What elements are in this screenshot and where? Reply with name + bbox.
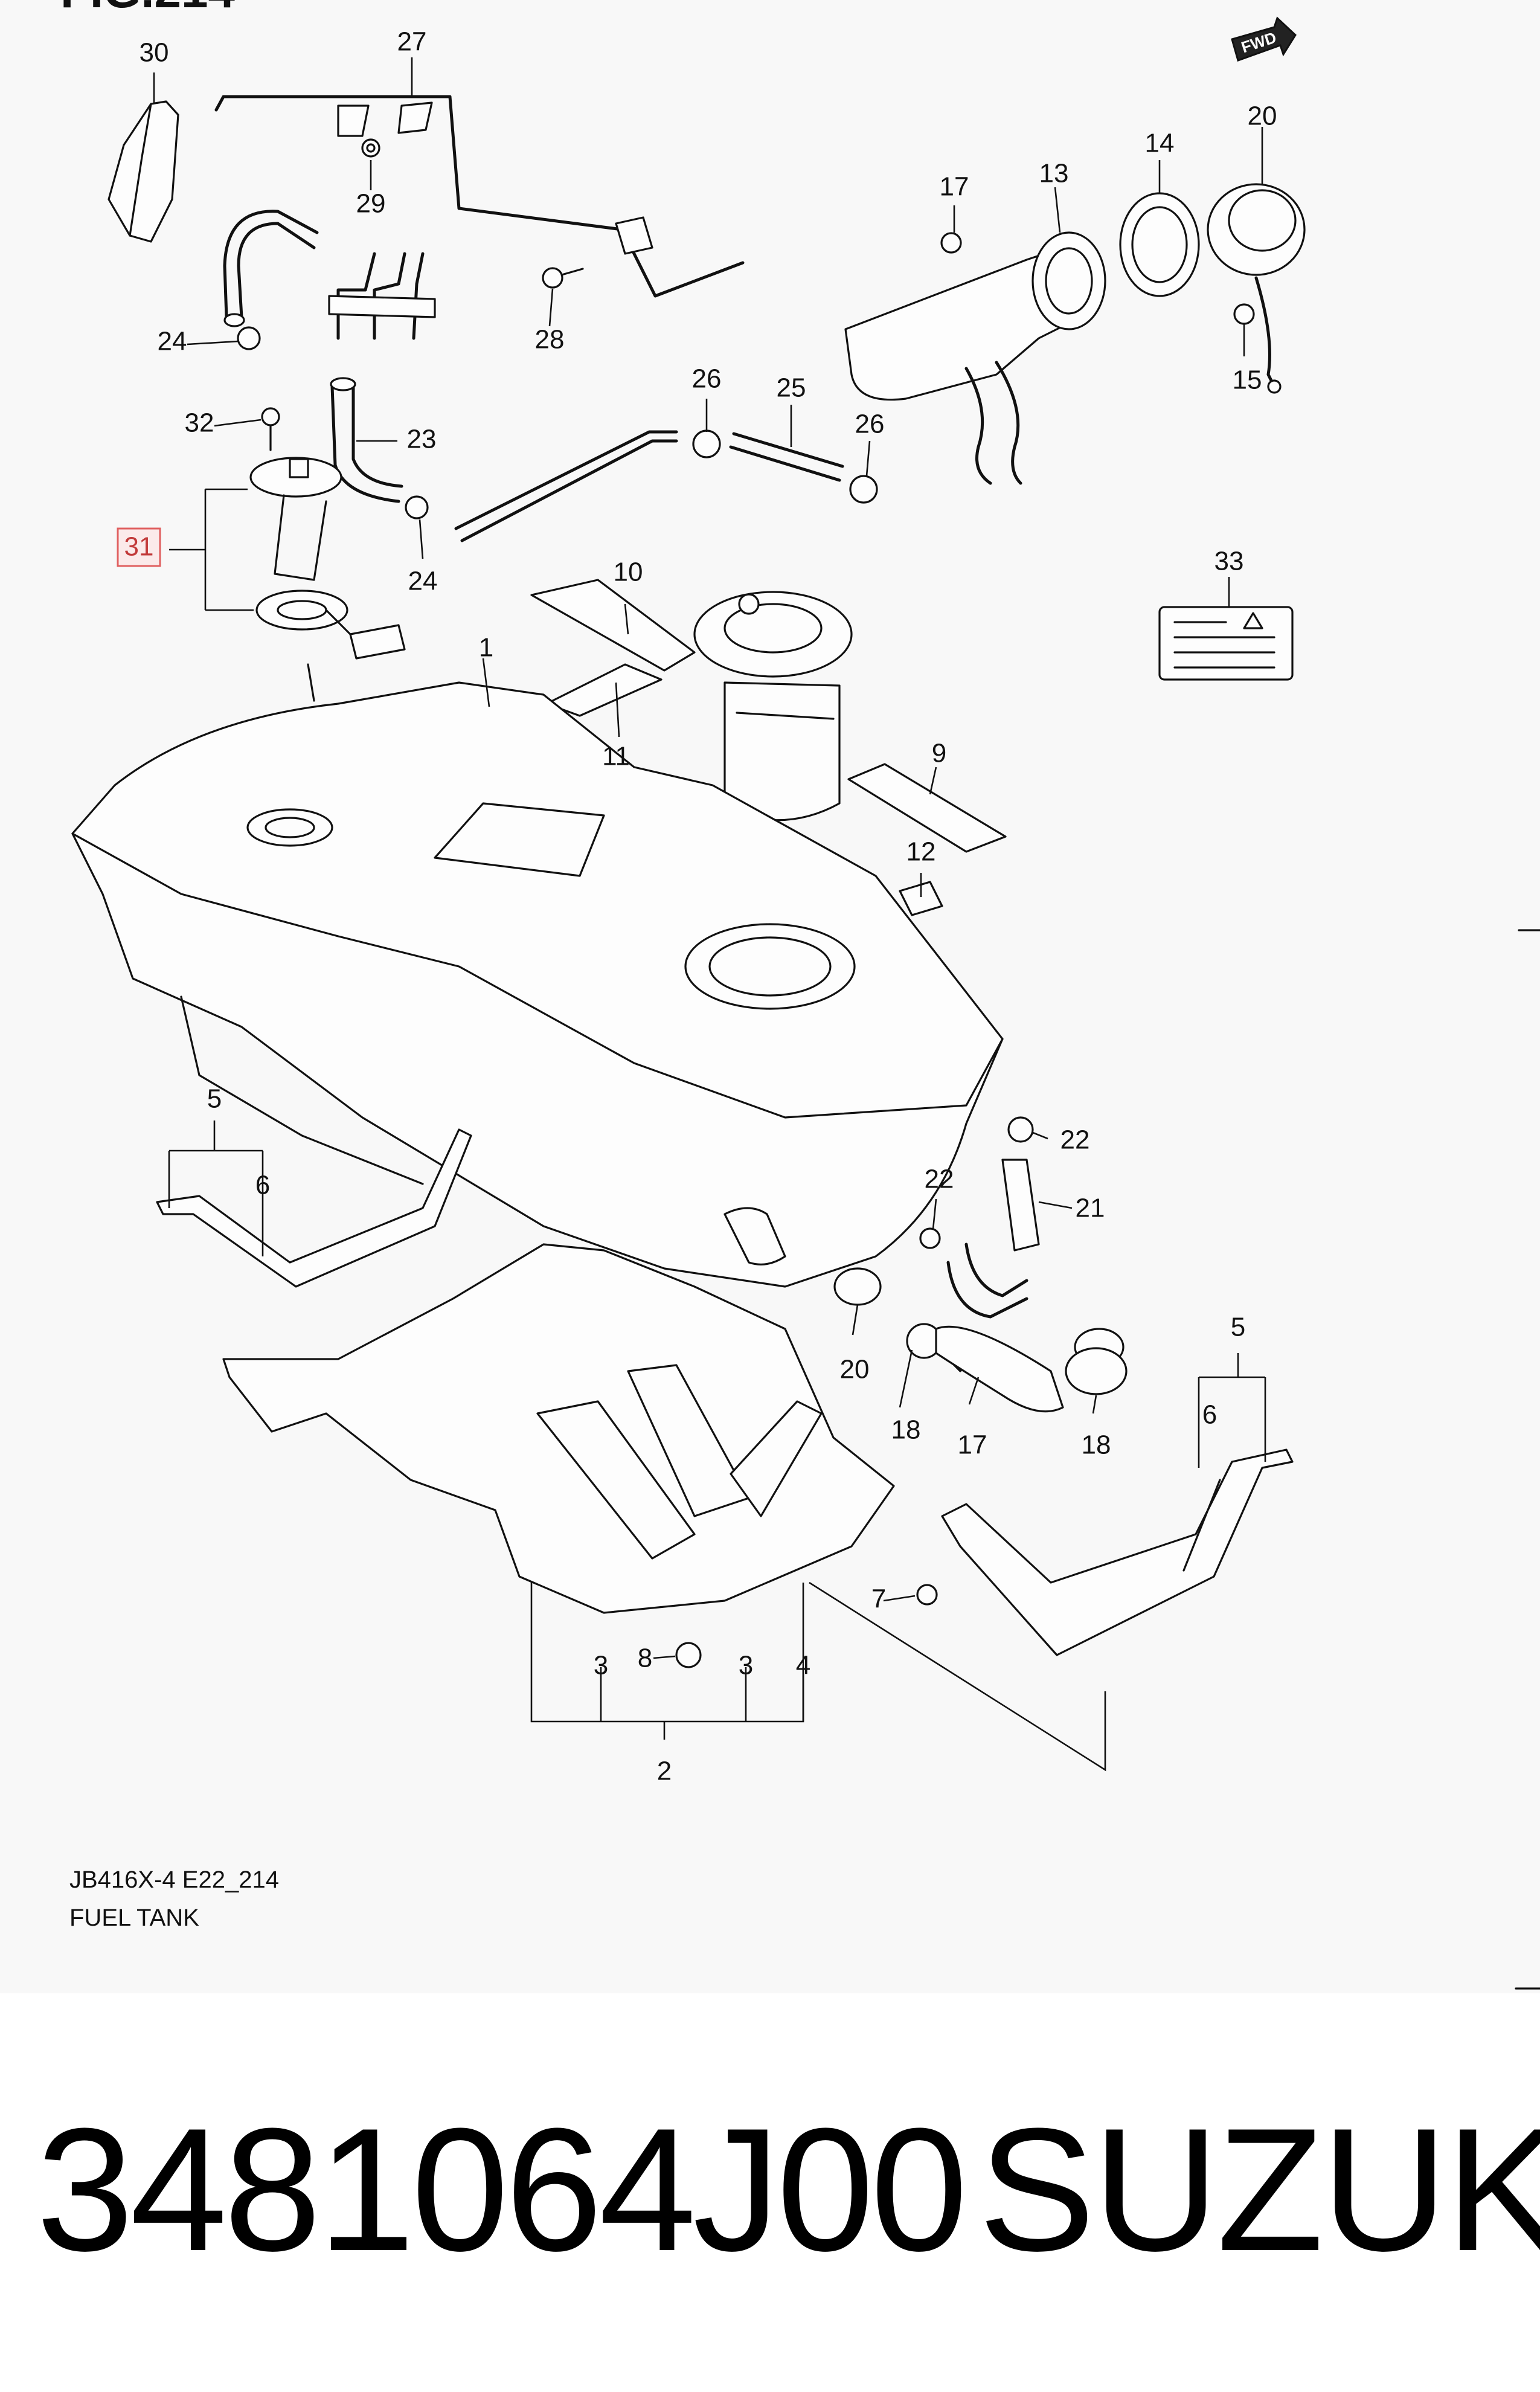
callout-19: 20	[1248, 101, 1277, 131]
tank-strap-right-part	[941, 1448, 1294, 1656]
warning-label-part	[1158, 606, 1294, 681]
callout-22-left: 22	[925, 1165, 954, 1194]
callout-18-left: 18	[891, 1415, 921, 1445]
tank-protector-part	[222, 1243, 895, 1614]
callout-5-left: 5	[207, 1084, 222, 1114]
brand-name: SUZUKI	[978, 2092, 1540, 2288]
callout-1: 1	[479, 633, 493, 663]
part-number: 3481064J00	[36, 2092, 968, 2288]
fuel-hose-part	[330, 377, 403, 503]
vent-pipe-part	[454, 429, 878, 542]
filler-ring-part	[1119, 192, 1200, 297]
callout-labels: 30 27 29 28 24 32 23 24 31 26 25 26 17 1…	[117, 27, 1277, 1786]
filler-neck-part	[844, 231, 1106, 485]
figure-header: FIG.214	[60, 0, 236, 18]
edge-ticks	[1515, 929, 1540, 1990]
callout-6-right: 6	[1202, 1400, 1217, 1430]
diagram-panel: FIG.214 FWD	[60, 0, 1540, 1990]
callout-20: 20	[840, 1355, 870, 1384]
callout-26-right: 26	[855, 410, 885, 439]
callout-24-bottom: 24	[408, 567, 438, 596]
callout-16: 17	[940, 172, 969, 202]
callout-21: 21	[1076, 1194, 1105, 1223]
parts-diagram: FIG.214 FWD	[60, 0, 1540, 1990]
callout-30: 30	[140, 38, 169, 68]
fuel-level-gauge-part	[249, 457, 406, 702]
callout-7: 7	[871, 1584, 886, 1614]
callout-8: 8	[638, 1644, 652, 1673]
callout-26-left: 26	[692, 364, 722, 394]
callout-2: 2	[657, 1757, 672, 1786]
callout-6-left: 6	[255, 1171, 270, 1200]
callout-13: 13	[1039, 159, 1069, 188]
callout-32: 32	[185, 408, 214, 438]
tank-strap-left-part	[156, 1128, 472, 1288]
callout-33: 33	[1214, 547, 1244, 576]
callout-3-left: 3	[594, 1651, 608, 1680]
fwd-arrow-icon: FWD	[1231, 16, 1297, 62]
callout-31: 31	[124, 532, 154, 562]
nut-part	[361, 138, 380, 158]
fuel-tank-part	[71, 681, 1004, 1288]
callout-14: 14	[1145, 129, 1175, 158]
callout-9: 9	[932, 739, 946, 768]
callout-3-right: 3	[739, 1651, 753, 1680]
bolt-part	[675, 1584, 938, 1668]
hose-clamp-part	[237, 326, 429, 519]
model-code: JB416X-4 E22_214	[69, 1866, 279, 1893]
callout-18-right: 18	[1082, 1430, 1111, 1460]
callout-29: 29	[356, 189, 386, 219]
vapor-pipe-part	[214, 95, 745, 298]
fuel-cap-part	[1207, 183, 1306, 394]
screw-part	[261, 407, 280, 451]
callout-31-highlight	[117, 527, 161, 567]
callout-17: 17	[958, 1430, 987, 1460]
callout-24-top: 24	[158, 327, 187, 356]
heat-shield-part	[107, 100, 179, 243]
callout-15: 15	[1233, 365, 1262, 395]
leader-lines	[153, 57, 1266, 1772]
insulator-pads-part	[530, 579, 1007, 916]
bolt-part	[542, 267, 584, 289]
callout-28: 28	[535, 325, 565, 355]
callout-12: 12	[906, 837, 936, 867]
callout-11: 11	[602, 742, 630, 771]
callout-5-right: 5	[1231, 1313, 1245, 1342]
callout-25: 25	[777, 373, 806, 403]
breather-hose-part	[223, 210, 319, 327]
callout-10: 10	[614, 558, 643, 587]
callout-22-right: 22	[1060, 1125, 1090, 1155]
pipe-junction-part	[328, 252, 436, 340]
filler-hose-group-part	[723, 1116, 1128, 1413]
callout-27: 27	[397, 27, 427, 57]
callout-4: 4	[796, 1651, 810, 1680]
fuel-pump-module-part	[693, 591, 853, 847]
callout-23: 23	[407, 425, 437, 454]
figure-title: FUEL TANK	[69, 1905, 199, 1931]
